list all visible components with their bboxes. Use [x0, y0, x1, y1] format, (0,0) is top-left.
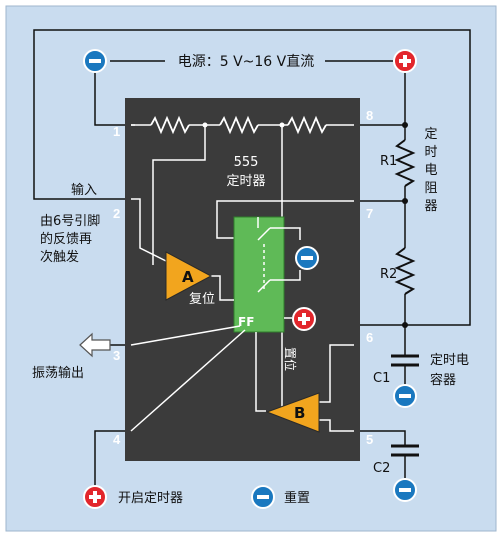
switch-to-minus [270, 227, 301, 240]
internal-resistor-1 [150, 115, 190, 135]
pin5-internal-wire [318, 419, 354, 432]
oscillation-output-label: 振荡输出 [32, 365, 84, 381]
timing-resistor-char-5: 器 [424, 199, 437, 214]
pin-label-7: 7 [366, 206, 373, 221]
reset-label: 复位 [189, 292, 215, 307]
pin7-internal-wire [216, 200, 354, 239]
ground-wire-pin1 [94, 72, 125, 126]
comparator-b [265, 392, 320, 433]
pin-label-5: 5 [366, 432, 373, 447]
timing-capacitor-label-line1: 定时电 [430, 353, 469, 368]
comparator-b-output [255, 332, 266, 412]
resistor-r2 [394, 247, 416, 295]
feedback-label-line1: 由6号引脚 [40, 213, 100, 229]
switch-to-minus-2 [270, 270, 301, 281]
minus-icon [251, 485, 275, 509]
c1-label: C1 [373, 371, 390, 386]
feedback-wire [33, 29, 471, 326]
pin4-to-ff-wire [130, 329, 246, 432]
junction-pin6 [402, 322, 408, 328]
tap-to-comparator-a [152, 125, 206, 265]
plus-icon [83, 485, 107, 509]
plus-icon [292, 307, 316, 331]
internal-resistor-2 [219, 115, 259, 135]
ff-to-pin3-wire [130, 325, 241, 346]
junction-pin7 [402, 198, 408, 204]
arrow-left-icon [79, 332, 111, 358]
pin2-internal-wire [131, 198, 169, 263]
pin-label-1: 1 [113, 124, 120, 139]
tap-dot-1 [202, 122, 208, 128]
legend-reset-label: 重置 [284, 490, 310, 506]
pin4-wire [94, 430, 125, 490]
minus-icon [83, 49, 107, 73]
c2-label: C2 [373, 461, 390, 476]
input-label: 输入 [71, 182, 97, 198]
chip-name: 555 [234, 155, 259, 170]
minus-icon [393, 478, 417, 502]
timing-resistor-char-3: 电 [424, 163, 437, 178]
comparator-a-label: A [182, 268, 194, 286]
pin-label-8: 8 [366, 108, 373, 123]
pin-label-6: 6 [366, 330, 373, 345]
ff-label: FF [238, 315, 254, 329]
feedback-label-line2: 的反馈再 [40, 231, 92, 247]
internal-resistor-3 [287, 115, 327, 135]
power-supply-label: 电源：5 V~16 V直流 [178, 53, 315, 70]
feedback-label-line3: 次触发 [40, 249, 79, 265]
chip-subtitle: 定时器 [226, 174, 265, 189]
set-label: 置位 [283, 347, 298, 371]
r1-label: R1 [380, 154, 397, 169]
pin-label-2: 2 [113, 206, 120, 221]
timing-capacitor-label-line2: 容器 [430, 372, 456, 388]
comparator-a-output [210, 275, 234, 301]
comparator-b-label: B [294, 404, 305, 422]
pin6-internal-wire [318, 344, 354, 403]
pin-label-4: 4 [113, 432, 121, 447]
timing-resistor-char-2: 时 [424, 145, 437, 160]
timing-resistor-char-4: 阻 [424, 181, 437, 196]
switch-1 [257, 227, 271, 241]
pin5-wire [360, 430, 406, 446]
legend-start-label: 开启定时器 [118, 491, 183, 506]
tap-dot-2 [279, 122, 285, 128]
junction-pin8 [402, 122, 408, 128]
minus-icon [295, 246, 319, 270]
plus-icon [393, 49, 417, 73]
flip-flop-block [233, 216, 285, 333]
minus-icon [393, 384, 417, 408]
pin-label-3: 3 [113, 348, 120, 363]
resistor-r1 [394, 139, 416, 187]
r2-label: R2 [380, 267, 397, 282]
comparator-a [165, 251, 213, 301]
timing-resistor-char-1: 定 [424, 127, 437, 142]
